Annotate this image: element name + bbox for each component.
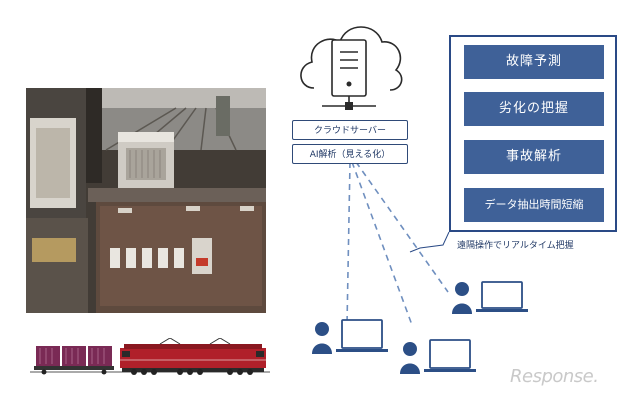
panel-item-accident-analysis: 事故解析 bbox=[464, 140, 604, 174]
remote-caption: 遠隔操作でリアルタイム把握 bbox=[457, 241, 574, 251]
user-left bbox=[312, 318, 400, 360]
dashed-line-right-user bbox=[355, 161, 449, 293]
ai-analysis-label: AI解析（見える化） bbox=[292, 144, 408, 164]
laptop-icon bbox=[336, 319, 388, 352]
panel-item-data-extraction: データ抽出時間短縮 bbox=[464, 188, 604, 222]
laptop-icon bbox=[476, 281, 528, 312]
user-right bbox=[452, 280, 540, 322]
dashed-line-center-user bbox=[351, 161, 413, 326]
user-icon bbox=[452, 282, 472, 314]
response-watermark: Response. bbox=[510, 366, 599, 387]
cloud-server-label: クラウドサーバー bbox=[292, 120, 408, 140]
server-icon bbox=[322, 39, 376, 110]
cloud-server-group bbox=[292, 10, 410, 114]
laptop-icon bbox=[424, 339, 476, 372]
feature-panel: 故障予測 劣化の把握 事故解析 データ抽出時間短縮 bbox=[449, 35, 617, 232]
dashed-line-left-user bbox=[346, 161, 351, 326]
panel-item-degradation: 劣化の把握 bbox=[464, 92, 604, 126]
cloud-icon bbox=[300, 26, 403, 110]
freight-train-graphic bbox=[30, 337, 270, 375]
panel-bracket-line bbox=[409, 231, 450, 253]
user-icon bbox=[312, 322, 332, 354]
cab-photo-illustration bbox=[26, 88, 266, 313]
user-icon bbox=[400, 342, 420, 374]
user-center bbox=[400, 338, 488, 380]
train-illustration bbox=[30, 337, 270, 378]
panel-item-failure-prediction: 故障予測 bbox=[464, 45, 604, 79]
cab-photo bbox=[26, 88, 266, 313]
